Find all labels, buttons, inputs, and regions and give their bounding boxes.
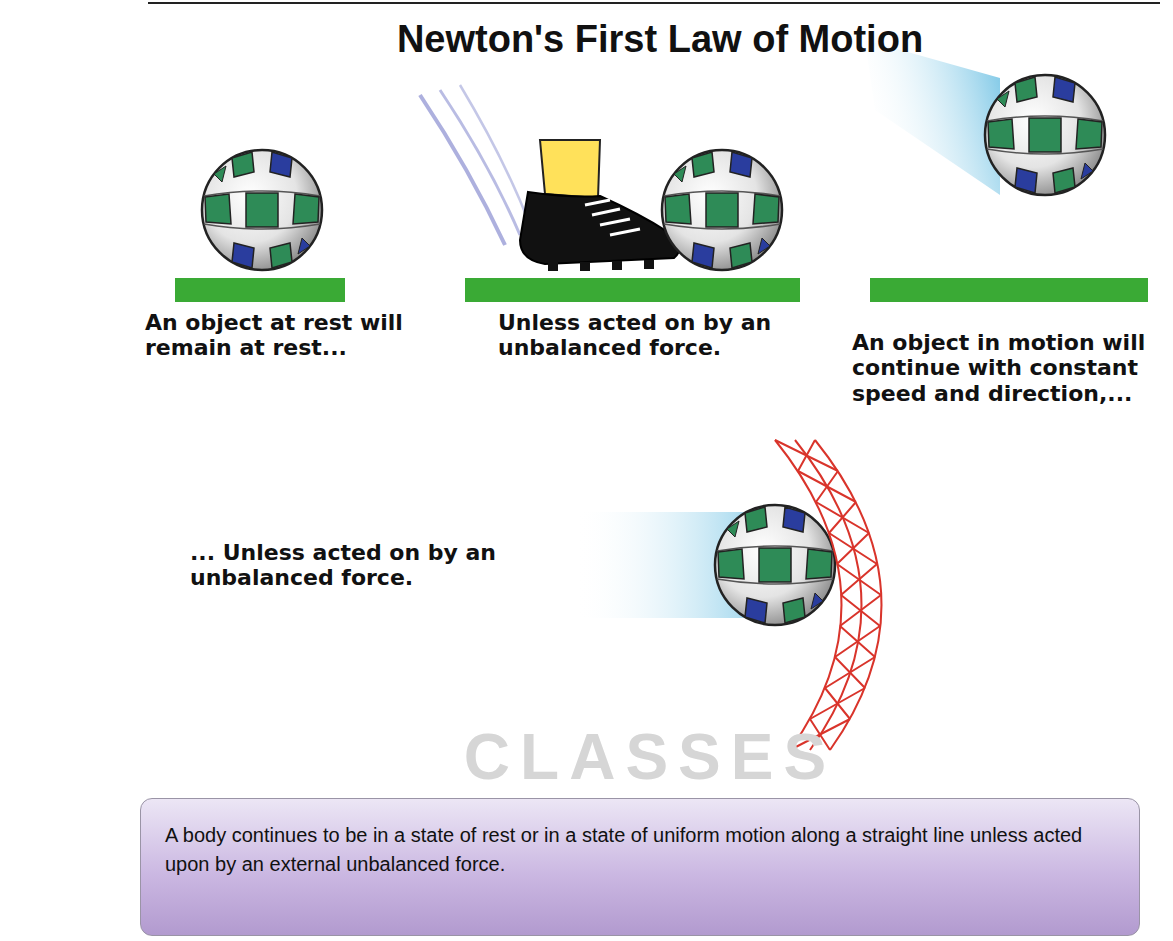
caption-label: An object at rest will remain at rest... [145,310,475,361]
caption-label: Unless acted on by an unbalanced force. [498,310,868,361]
diagram-title: Newton's First Law of Motion [160,18,1160,61]
definition-text: A body continues to be in a state of res… [165,821,1115,879]
caption-label: ... Unless acted on by an unbalanced for… [190,540,570,591]
watermark: CLASSES [340,720,960,794]
definition-box: A body continues to be in a state of res… [140,798,1140,936]
caption-label: An object in motion will continue with c… [852,330,1167,406]
